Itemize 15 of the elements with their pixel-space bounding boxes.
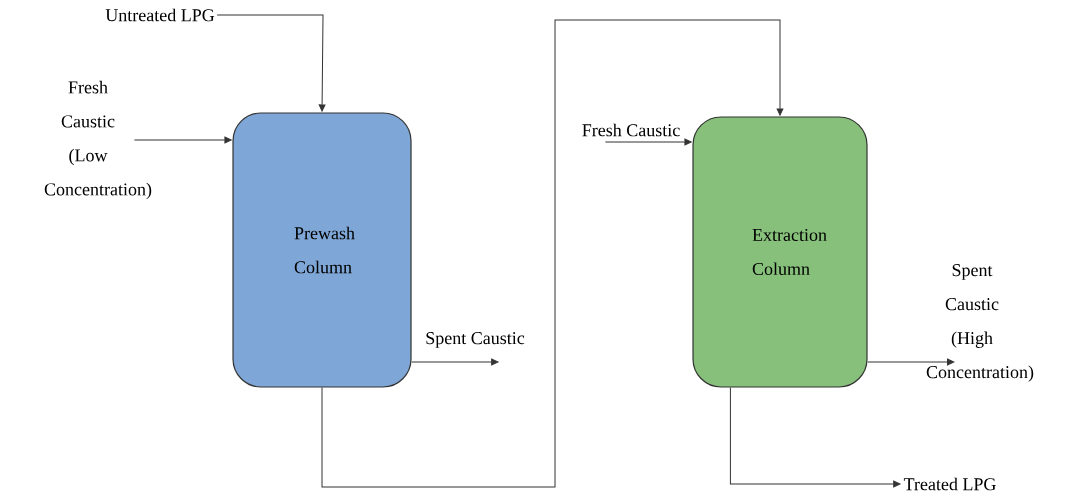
flow-arrow — [867, 358, 955, 366]
flow-arrow — [216, 14, 326, 112]
flow-arrow — [729, 387, 901, 488]
flow-arrow — [133, 136, 232, 144]
flow-arrow — [321, 19, 784, 488]
stream-label: Untreated LPG — [105, 8, 215, 22]
flow-arrow — [604, 138, 692, 146]
flow-arrow — [411, 358, 499, 366]
column-vessel: Prewash Column — [232, 112, 412, 388]
stream-label: Fresh Caustic — [582, 123, 680, 137]
stream-label: Spent Caustic — [426, 332, 525, 348]
stream-label: Fresh Caustic (Low Concentration) — [44, 80, 152, 200]
stream-label: Treated LPG — [903, 477, 996, 491]
stream-label: Spent Caustic (High Concentration) — [926, 264, 1034, 382]
column-vessel: Extraction Column — [692, 116, 868, 388]
